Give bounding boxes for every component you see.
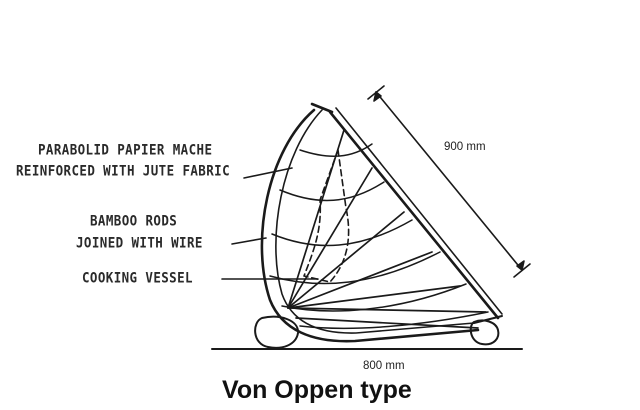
- leader-paraboloid: [243, 167, 293, 179]
- rim-base: [473, 315, 503, 324]
- vessel-outline: [303, 149, 350, 283]
- cross-wires: [269, 143, 489, 330]
- dish-outer-shell: [260, 108, 480, 343]
- cross-wire: [271, 219, 413, 247]
- bamboo-rod: [287, 285, 461, 309]
- cross-wire: [279, 181, 385, 202]
- bamboo-rod: [295, 317, 479, 329]
- label-paraboloid-line1: PARABOLID PAPIER MACHE: [38, 141, 213, 158]
- label-cooking-vessel: COOKING VESSEL: [82, 269, 193, 286]
- bamboo-rod: [287, 167, 373, 309]
- dish-inner-shell: [275, 109, 475, 334]
- bamboo-rod: [287, 307, 487, 313]
- dimension-label-800: 800 mm: [363, 360, 405, 372]
- label-paraboloid-line2: REINFORCED WITH JUTE FABRIC: [16, 162, 230, 179]
- rim-line-inner: [335, 107, 503, 315]
- figure-caption: Von Oppen type: [222, 376, 412, 404]
- cross-wire: [269, 251, 441, 285]
- rim-top: [310, 102, 334, 114]
- label-bamboo-line2: JOINED WITH WIRE: [76, 234, 203, 251]
- left-stone: [254, 315, 300, 349]
- rim-line-outer: [328, 110, 500, 320]
- cross-wire: [299, 143, 373, 157]
- right-stone: [469, 319, 500, 346]
- dimension-900: [367, 85, 531, 278]
- cross-wire: [281, 283, 467, 312]
- leader-bamboo: [231, 237, 267, 245]
- label-bamboo-line1: BAMBOO RODS: [90, 212, 178, 229]
- dimension-label-900: 900 mm: [444, 141, 486, 153]
- bamboo-rod: [287, 211, 405, 309]
- bamboo-rods: [287, 129, 487, 329]
- cross-wire: [299, 311, 489, 330]
